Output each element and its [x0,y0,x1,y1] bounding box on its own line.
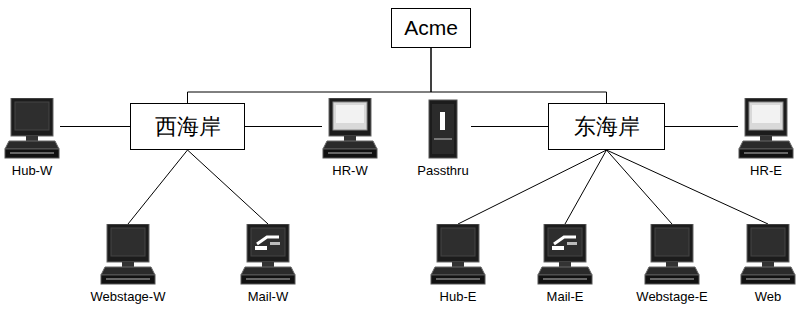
computer-label: HR-W [332,163,367,178]
connector-line [665,126,738,127]
computer-icon [430,224,486,286]
computer-label: Hub-E [440,289,477,304]
box-label: Acme [404,16,458,40]
connector-line [245,126,322,127]
computer-node: Webstage-W [89,224,168,305]
computer-label: Web [755,289,782,304]
computer-icon [740,224,796,286]
computer-icon [537,224,593,286]
computer-node: Web [740,224,796,305]
computer-label: HR-E [750,163,782,178]
computer-icon [738,98,794,160]
connector-line [188,48,432,103]
connector-line [60,126,130,127]
region-box: 东海岸 [548,103,665,150]
computer-label: Hub-W [12,163,52,178]
computer-icon [240,224,296,286]
computer-icon [4,98,60,160]
box-label: 东海岸 [574,112,640,142]
computer-node: Hub-W [4,98,60,179]
computer-node: HR-E [738,98,794,179]
connector-line [607,150,769,224]
computer-node: Passthru [415,98,471,179]
connector-line [188,150,269,224]
company-box: Acme [391,8,471,48]
computer-label: Webstage-E [636,289,707,304]
computer-node: HR-W [322,98,378,179]
region-box: 西海岸 [130,103,245,150]
computer-node: Mail-W [240,224,296,305]
connector-line [128,150,188,224]
computer-label: Mail-W [248,289,288,304]
computer-label: Passthru [417,163,468,178]
computer-label: Webstage-W [91,289,166,304]
connector-line [458,150,607,224]
computer-icon [644,224,700,286]
connector-line [565,150,607,224]
connector-line [431,48,607,103]
connector-line [607,150,673,224]
computer-label: Mail-E [547,289,584,304]
computer-icon [415,98,471,160]
computer-icon [322,98,378,160]
computer-icon [100,224,156,286]
computer-node: Mail-E [537,224,593,305]
box-label: 西海岸 [155,112,221,142]
computer-node: Webstage-E [634,224,710,305]
connector-line [471,126,548,127]
computer-node: Hub-E [430,224,486,305]
